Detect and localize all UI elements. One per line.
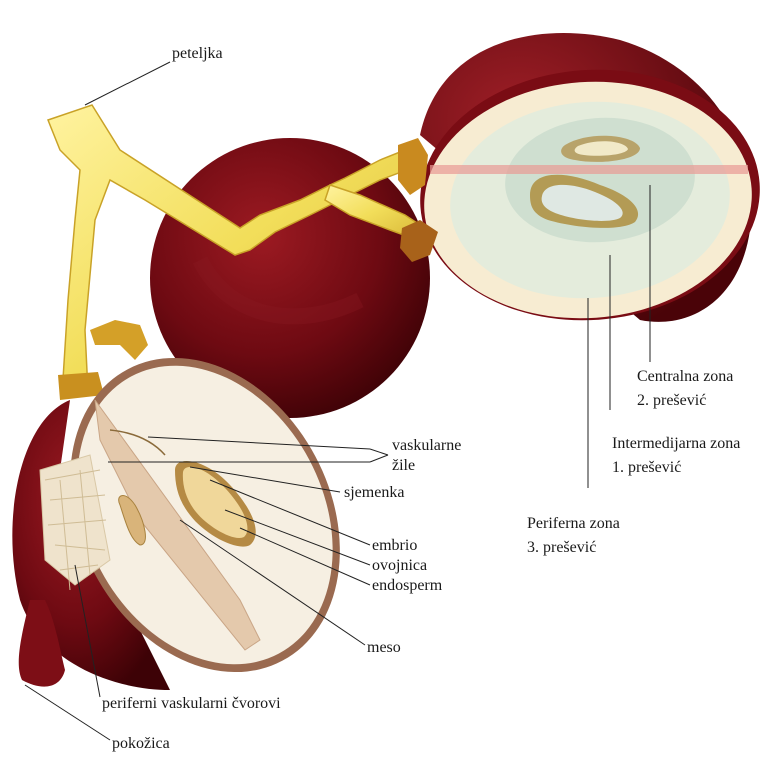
vascular-bundles-label-line2: žile	[392, 456, 415, 476]
peripheral-vascular-nodes-label: periferni vaskularni čvorovi	[102, 694, 281, 714]
skin-label: pokožica	[112, 734, 170, 754]
peripheral-zone-label: Periferna zona	[527, 514, 620, 534]
intermediate-zone-press-label: 1. prešević	[612, 458, 681, 478]
stem-label: peteljka	[172, 44, 223, 64]
flesh-label: meso	[367, 638, 401, 658]
central-zone-press-label: 2. prešević	[637, 391, 706, 411]
central-zone-label: Centralna zona	[637, 367, 733, 387]
peripheral-zone-press-label: 3. prešević	[527, 538, 596, 558]
seed-label: sjemenka	[344, 483, 404, 503]
vascular-bundles-label-line1: vaskularne	[392, 436, 461, 456]
seed-coat-label: ovojnica	[372, 556, 427, 576]
intermediate-zone-label: Intermedijarna zona	[612, 434, 740, 454]
endosperm-label: endosperm	[372, 576, 442, 596]
embryo-label: embrio	[372, 536, 417, 556]
top-grape-cross-section	[412, 33, 769, 332]
